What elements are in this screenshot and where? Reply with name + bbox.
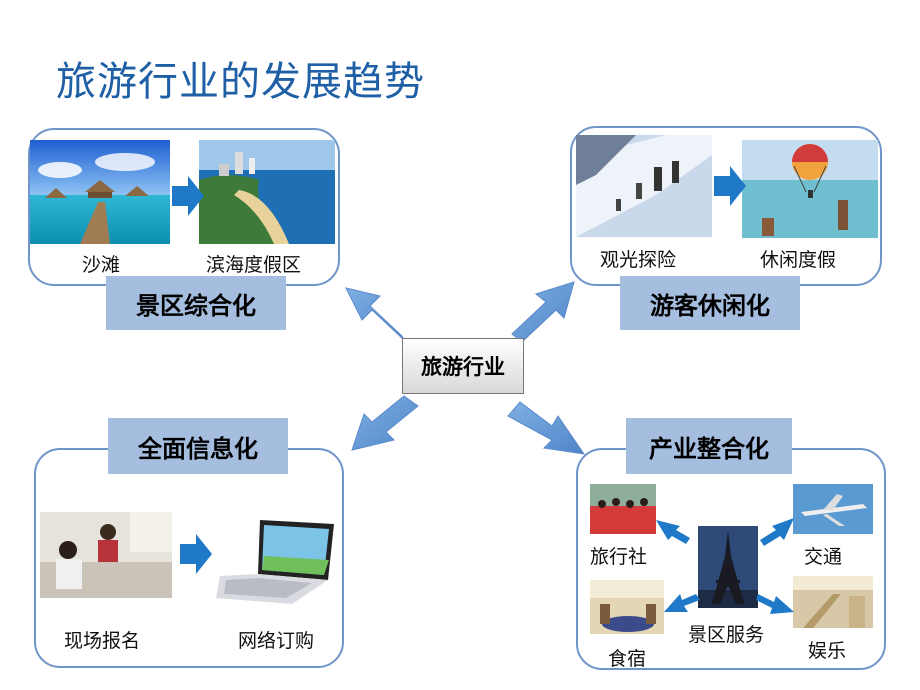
arrow-to-transport [760, 518, 794, 546]
caption-entertainment: 娱乐 [808, 640, 847, 662]
label-tourist-leisure: 游客休闲化 [620, 276, 800, 330]
caption-adventure: 观光探险 [600, 249, 677, 271]
caption-onsite: 现场报名 [64, 630, 141, 652]
laptop-photo [212, 516, 336, 606]
arrow-onsite-to-online [180, 534, 212, 574]
arrow-to-entertainment [756, 594, 794, 614]
caption-beach: 沙滩 [82, 254, 121, 276]
travel-agency-photo [590, 484, 656, 534]
center-node: 旅游行业 [402, 338, 524, 394]
caption-leisure: 休闲度假 [760, 249, 837, 271]
resort-photo [199, 140, 335, 244]
caption-dining: 食宿 [608, 648, 647, 670]
label-industry-integration: 产业整合化 [626, 418, 792, 474]
arrow-center-to-bottom-left [351, 395, 419, 451]
entertainment-photo [793, 576, 873, 628]
arrow-to-travel-agency [656, 520, 690, 544]
arrow-beach-to-resort [172, 176, 204, 216]
caption-travel-agency: 旅行社 [590, 546, 648, 568]
caption-transport: 交通 [804, 546, 843, 568]
eiffel-tower-photo [698, 526, 758, 608]
caption-scenic-service: 景区服务 [688, 624, 765, 646]
leisure-photo [742, 140, 878, 238]
arrow-center-to-top-left [345, 287, 405, 341]
onsite-registration-photo [40, 512, 172, 598]
beach-photo [30, 140, 170, 244]
label-scenic-integration: 景区综合化 [106, 276, 286, 330]
caption-resort: 滨海度假区 [206, 254, 302, 276]
arrow-to-dining [664, 594, 700, 612]
arrow-center-to-bottom-right [507, 401, 586, 455]
adventure-photo [576, 135, 712, 237]
arrow-adventure-to-leisure [714, 166, 746, 206]
dining-photo [590, 580, 664, 634]
page-title: 旅游行业的发展趋势 [56, 59, 425, 105]
label-informatization: 全面信息化 [108, 418, 288, 474]
caption-online: 网络订购 [238, 630, 315, 652]
airplane-photo [793, 484, 873, 534]
arrow-center-to-top-right [511, 281, 575, 343]
